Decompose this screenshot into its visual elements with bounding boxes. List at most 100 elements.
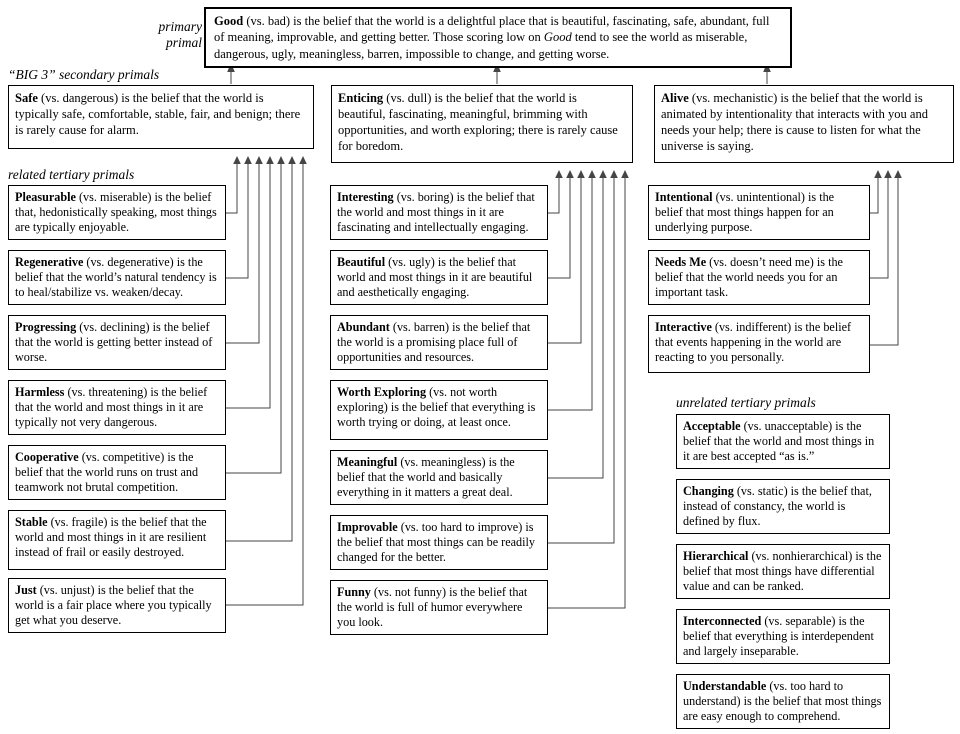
box-abundant: Abundant (vs. barren) is the belief that… — [330, 315, 548, 370]
up-arrow-icon — [244, 156, 252, 164]
box-acceptable: Acceptable (vs. unacceptable) is the bel… — [676, 414, 890, 469]
up-arrow-icon — [588, 170, 596, 178]
primal-desc-beautiful: (vs. ugly) is the belief that world and … — [337, 255, 533, 299]
primal-term-regenerative: Regenerative — [15, 255, 84, 269]
primal-desc-good-1: (vs. bad) is the belief that the world i… — [214, 14, 770, 45]
related-tertiary-primals-label: related tertiary primals — [8, 167, 135, 182]
enticing-tertiary-arrowheads — [555, 170, 629, 178]
box-beautiful: Beautiful (vs. ugly) is the belief that … — [330, 250, 548, 305]
primal-desc-worth-exploring: (vs. not worth exploring) is the belief … — [337, 385, 536, 429]
primal-desc-interconnected: (vs. separable) is the belief that every… — [683, 614, 874, 658]
box-pleasurable: Pleasurable (vs. miserable) is the belie… — [8, 185, 226, 240]
primal-desc-needs-me: (vs. doesn’t need me) is the belief that… — [655, 255, 843, 299]
primal-term-acceptable: Acceptable — [683, 419, 741, 433]
primal-term-needs-me: Needs Me — [655, 255, 707, 269]
primal-term-good-italic: Good — [543, 30, 572, 45]
primal-term-interactive: Interactive — [655, 320, 712, 334]
primal-term-harmless: Harmless — [15, 385, 65, 399]
box-worth-exploring: Worth Exploring (vs. not worth exploring… — [330, 380, 548, 440]
primal-term-funny: Funny — [337, 585, 371, 599]
primal-term-abundant: Abundant — [337, 320, 390, 334]
box-good: Good (vs. bad) is the belief that the wo… — [204, 7, 792, 68]
primal-desc-pleasurable: (vs. miserable) is the belief that, hedo… — [15, 190, 217, 234]
up-arrow-icon — [874, 170, 882, 178]
big3-secondary-primals-label: “BIG 3” secondary primals — [8, 67, 160, 82]
box-funny: Funny (vs. not funny) is the belief that… — [330, 580, 548, 635]
primal-desc-funny: (vs. not funny) is the belief that the w… — [337, 585, 528, 629]
alive-tertiary-connectors — [870, 177, 899, 346]
primary-primal-label-line1: primary — [158, 19, 203, 34]
up-arrow-icon — [621, 170, 629, 178]
box-hierarchical: Hierarchical (vs. nonhierarchical) is th… — [676, 544, 890, 599]
primal-desc-meaningful: (vs. meaningless) is the belief that the… — [337, 455, 515, 499]
primal-term-stable: Stable — [15, 515, 48, 529]
primal-desc-acceptable: (vs. unacceptable) is the belief that th… — [683, 419, 875, 463]
primal-desc-interactive: (vs. indifferent) is the belief that eve… — [655, 320, 852, 364]
up-arrow-icon — [884, 170, 892, 178]
box-alive: Alive (vs. mechanistic) is the belief th… — [654, 85, 954, 163]
primary-primal-label-line2: primal — [165, 34, 202, 50]
primal-term-safe: Safe — [15, 91, 38, 105]
primal-desc-intentional: (vs. unintentional) is the belief that m… — [655, 190, 835, 234]
box-interesting: Interesting (vs. boring) is the belief t… — [330, 185, 548, 240]
up-arrow-icon — [233, 156, 241, 164]
primal-desc-safe: (vs. dangerous) is the belief that the w… — [15, 91, 301, 137]
box-safe: Safe (vs. dangerous) is the belief that … — [8, 85, 314, 149]
up-arrow-icon — [299, 156, 307, 164]
up-arrow-icon — [288, 156, 296, 164]
box-needs-me: Needs Me (vs. doesn’t need me) is the be… — [648, 250, 870, 305]
alive-tertiary-arrowheads — [874, 170, 902, 178]
primal-term-interesting: Interesting — [337, 190, 394, 204]
primal-desc-alive: (vs. mechanistic) is the belief that the… — [661, 91, 928, 153]
box-cooperative: Cooperative (vs. competitive) is the bel… — [8, 445, 226, 500]
primal-desc-understandable: (vs. too hard to understand) is the beli… — [683, 679, 882, 723]
secondary-to-primary-connectors — [230, 71, 768, 84]
primal-term-hierarchical: Hierarchical — [683, 549, 749, 563]
primal-term-enticing: Enticing — [338, 91, 384, 105]
up-arrow-icon — [610, 170, 618, 178]
primal-desc-cooperative: (vs. competitive) is the belief that the… — [15, 450, 199, 494]
primal-term-understandable: Understandable — [683, 679, 767, 693]
box-regenerative: Regenerative (vs. degenerative) is the b… — [8, 250, 226, 305]
up-arrow-icon — [894, 170, 902, 178]
primal-term-changing: Changing — [683, 484, 734, 498]
primal-term-cooperative: Cooperative — [15, 450, 79, 464]
box-stable: Stable (vs. fragile) is the belief that … — [8, 510, 226, 570]
safe-tertiary-connectors — [226, 163, 304, 606]
primal-desc-harmless: (vs. threatening) is the belief that the… — [15, 385, 208, 429]
up-arrow-icon — [566, 170, 574, 178]
primal-term-alive: Alive — [661, 91, 689, 105]
primal-desc-regenerative: (vs. degenerative) is the belief that th… — [15, 255, 217, 299]
box-meaningful: Meaningful (vs. meaningless) is the beli… — [330, 450, 548, 505]
primal-desc-just: (vs. unjust) is the belief that the worl… — [15, 583, 212, 627]
primal-term-worth-exploring: Worth Exploring — [337, 385, 427, 399]
primal-term-good: Good — [214, 14, 244, 28]
primal-desc-abundant: (vs. barren) is the belief that the worl… — [337, 320, 531, 364]
box-understandable: Understandable (vs. too hard to understa… — [676, 674, 890, 729]
box-just: Just (vs. unjust) is the belief that the… — [8, 578, 226, 633]
box-improvable: Improvable (vs. too hard to improve) is … — [330, 515, 548, 570]
primal-term-intentional: Intentional — [655, 190, 713, 204]
primal-term-just: Just — [15, 583, 37, 597]
primal-desc-interesting: (vs. boring) is the belief that the worl… — [337, 190, 535, 234]
primal-term-pleasurable: Pleasurable — [15, 190, 76, 204]
box-intentional: Intentional (vs. unintentional) is the b… — [648, 185, 870, 240]
up-arrow-icon — [266, 156, 274, 164]
safe-tertiary-arrowheads — [233, 156, 307, 164]
box-enticing: Enticing (vs. dull) is the belief that t… — [331, 85, 633, 163]
primal-desc-good-2: tend to see the world as miserable, dang… — [214, 30, 748, 61]
unrelated-tertiary-primals-label: unrelated tertiary primals — [676, 395, 816, 410]
primal-desc-enticing: (vs. dull) is the belief that the world … — [338, 91, 618, 153]
primal-desc-changing: (vs. static) is the belief that, instead… — [683, 484, 872, 528]
up-arrow-icon — [577, 170, 585, 178]
primal-desc-hierarchical: (vs. nonhierarchical) is the belief that… — [683, 549, 882, 593]
primal-term-beautiful: Beautiful — [337, 255, 386, 269]
up-arrow-icon — [599, 170, 607, 178]
enticing-tertiary-connectors — [548, 177, 626, 609]
primal-desc-progressing: (vs. declining) is the belief that the w… — [15, 320, 213, 364]
up-arrow-icon — [555, 170, 563, 178]
primal-term-improvable: Improvable — [337, 520, 398, 534]
box-changing: Changing (vs. static) is the belief that… — [676, 479, 890, 534]
primal-desc-improvable: (vs. too hard to improve) is the belief … — [337, 520, 535, 564]
box-progressing: Progressing (vs. declining) is the belie… — [8, 315, 226, 370]
